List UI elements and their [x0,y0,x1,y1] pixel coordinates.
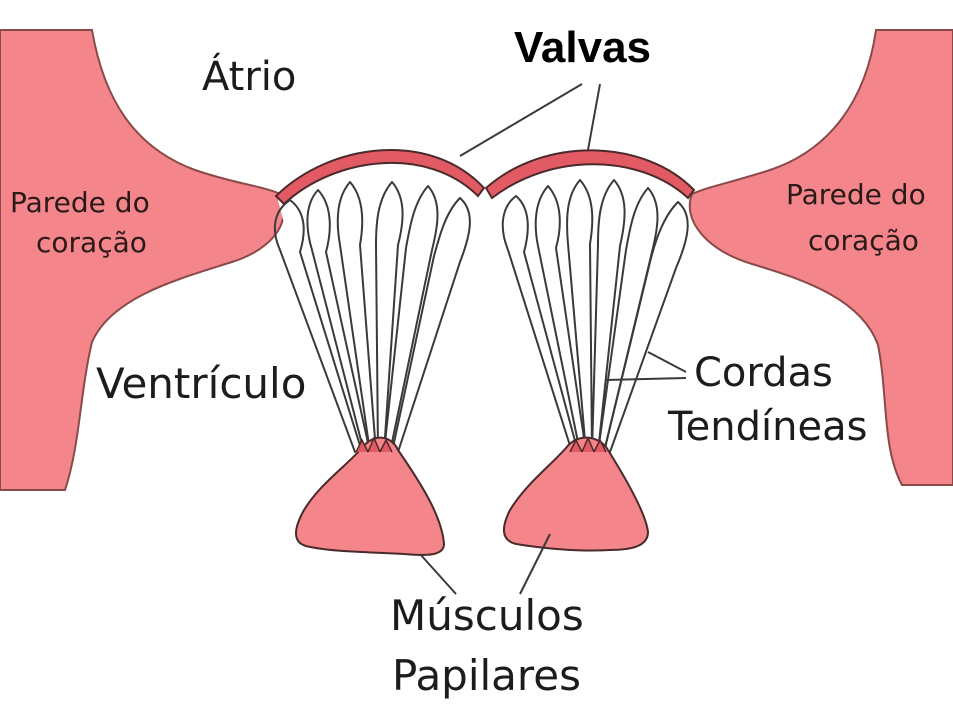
label-parede-left-line2: coração [36,226,147,259]
cordas-leader-top [648,352,686,372]
label-ventriculo: Ventrículo [96,359,306,408]
label-parede-right-line1: Parede do [786,178,926,211]
label-valvas: Valvas [514,23,651,72]
label-parede-left-line1: Parede do [10,186,150,219]
label-cordas: Cordas [694,350,833,396]
musculos-leader-left [420,554,456,594]
valvas-leader-right [588,84,600,150]
label-papilares: Papilares [392,651,581,700]
right-papillary-muscle [504,438,648,551]
valvas-leader-left [460,84,582,156]
left-valve-leaflet [278,153,484,440]
label-atrio: Átrio [202,52,296,100]
left-papillary-muscle [296,438,444,555]
label-parede-right-line2: coração [808,224,919,257]
label-musculos: Músculos [390,591,584,640]
label-tendineas: Tendíneas [667,404,867,450]
